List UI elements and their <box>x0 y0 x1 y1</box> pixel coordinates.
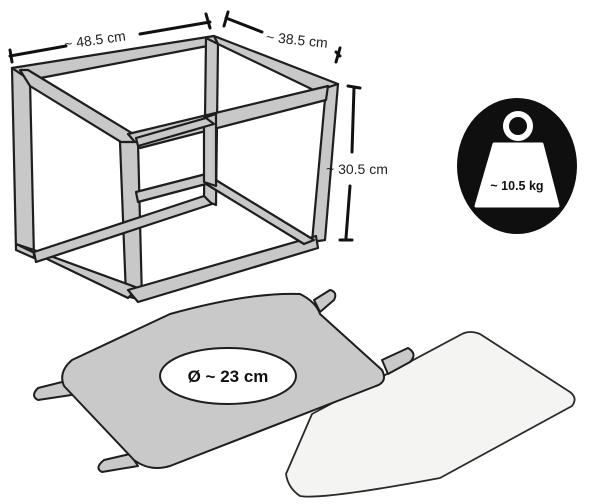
frame-bar-right <box>310 82 340 244</box>
weight-icon <box>474 142 560 208</box>
weight-icon-ring <box>503 111 533 141</box>
dimension-lines <box>8 10 362 242</box>
height-dimension-line <box>344 86 356 240</box>
width-label: ~ 48.5 cm <box>63 27 126 51</box>
frame-bar-front-top <box>18 68 142 152</box>
height-label: ~ 30.5 cm <box>326 161 388 177</box>
weight-label: ~ 10.5 kg <box>490 179 543 193</box>
depth-dimension-cap-left <box>222 10 230 28</box>
depth-label: ~ 38.5 cm <box>265 28 328 50</box>
frame-cube <box>10 34 340 304</box>
frame-bar-back-left <box>10 66 36 260</box>
height-dimension-cap-top <box>346 84 362 90</box>
frame-bar-inner-top <box>134 116 216 148</box>
mat-handle-right <box>381 347 415 375</box>
frame-bar-inner <box>202 112 218 188</box>
mat-handle-right-top <box>313 289 337 313</box>
mat-handle-bottom <box>97 453 139 473</box>
cushion-pad <box>285 331 576 498</box>
hole-diameter-label: Ø ~ 23 cm <box>188 367 269 386</box>
width-dimension-cap-left <box>8 48 14 64</box>
width-dimension-line <box>8 20 212 58</box>
frame-bar-bottom-right <box>126 234 320 304</box>
frame-bar-back-bottom <box>32 194 214 264</box>
mat <box>33 289 415 473</box>
mat-hole <box>159 347 297 405</box>
depth-dimension-cap-right <box>334 46 342 64</box>
weight-badge: ~ 10.5 kg <box>457 98 577 234</box>
width-dimension-cap-right <box>204 12 212 30</box>
